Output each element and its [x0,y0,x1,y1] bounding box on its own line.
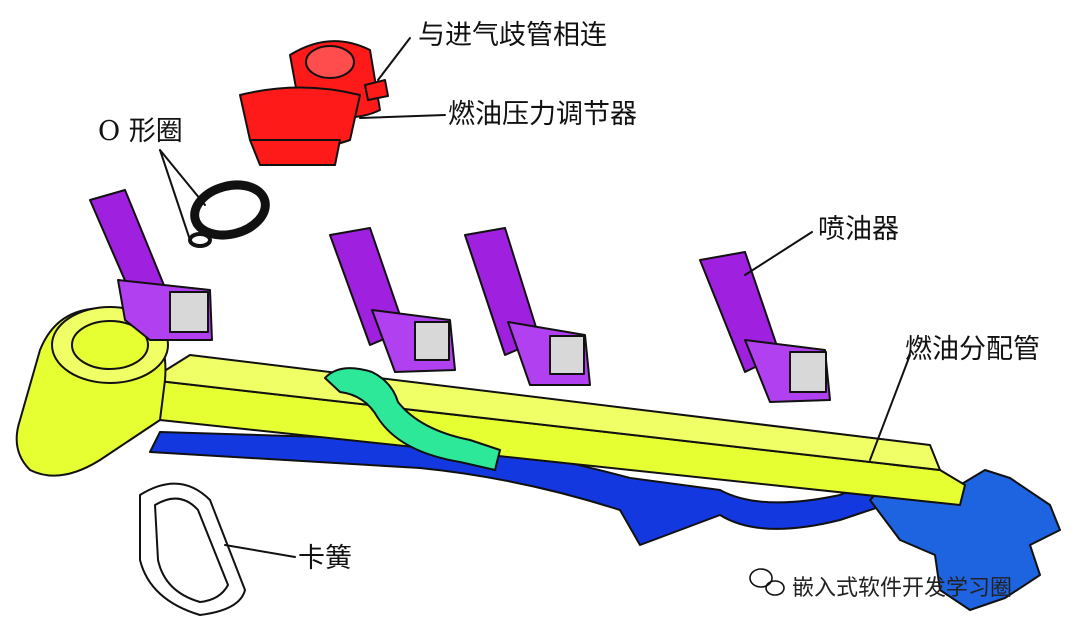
leader-clip [224,544,296,558]
fuel-pressure-regulator [239,40,389,166]
label-fuel-rail: 燃油分配管 [905,334,1040,365]
leader-o-ring-2 [159,149,191,241]
label-pressure-regulator: 燃油压力调节器 [448,99,637,130]
leader-intake [377,37,411,81]
injector-3 [464,227,591,386]
leader-rail [869,354,911,461]
leader-regulator [359,114,446,119]
o-ring [190,180,270,240]
injector-4 [699,251,831,403]
fuel-rail-end-inner [71,320,149,370]
retaining-clip [139,482,246,616]
retaining-clip-inner [154,497,229,603]
label-intake-manifold: 与进气歧管相连 [418,20,607,51]
watermark-text: 嵌入式软件开发学习圈 [792,576,1013,601]
wechat-icon [749,568,785,596]
fuel-hose [324,367,501,471]
o-ring-small [188,232,212,248]
leader-o-ring-1 [159,149,206,206]
label-injector: 喷油器 [818,214,899,245]
label-o-ring: O 形圈 [98,116,183,147]
label-clip: 卡簧 [298,543,352,574]
injector-1 [89,189,213,341]
injector-2 [329,227,456,373]
fuel-inlet-connector [869,469,1061,611]
leader-injector [744,231,813,276]
